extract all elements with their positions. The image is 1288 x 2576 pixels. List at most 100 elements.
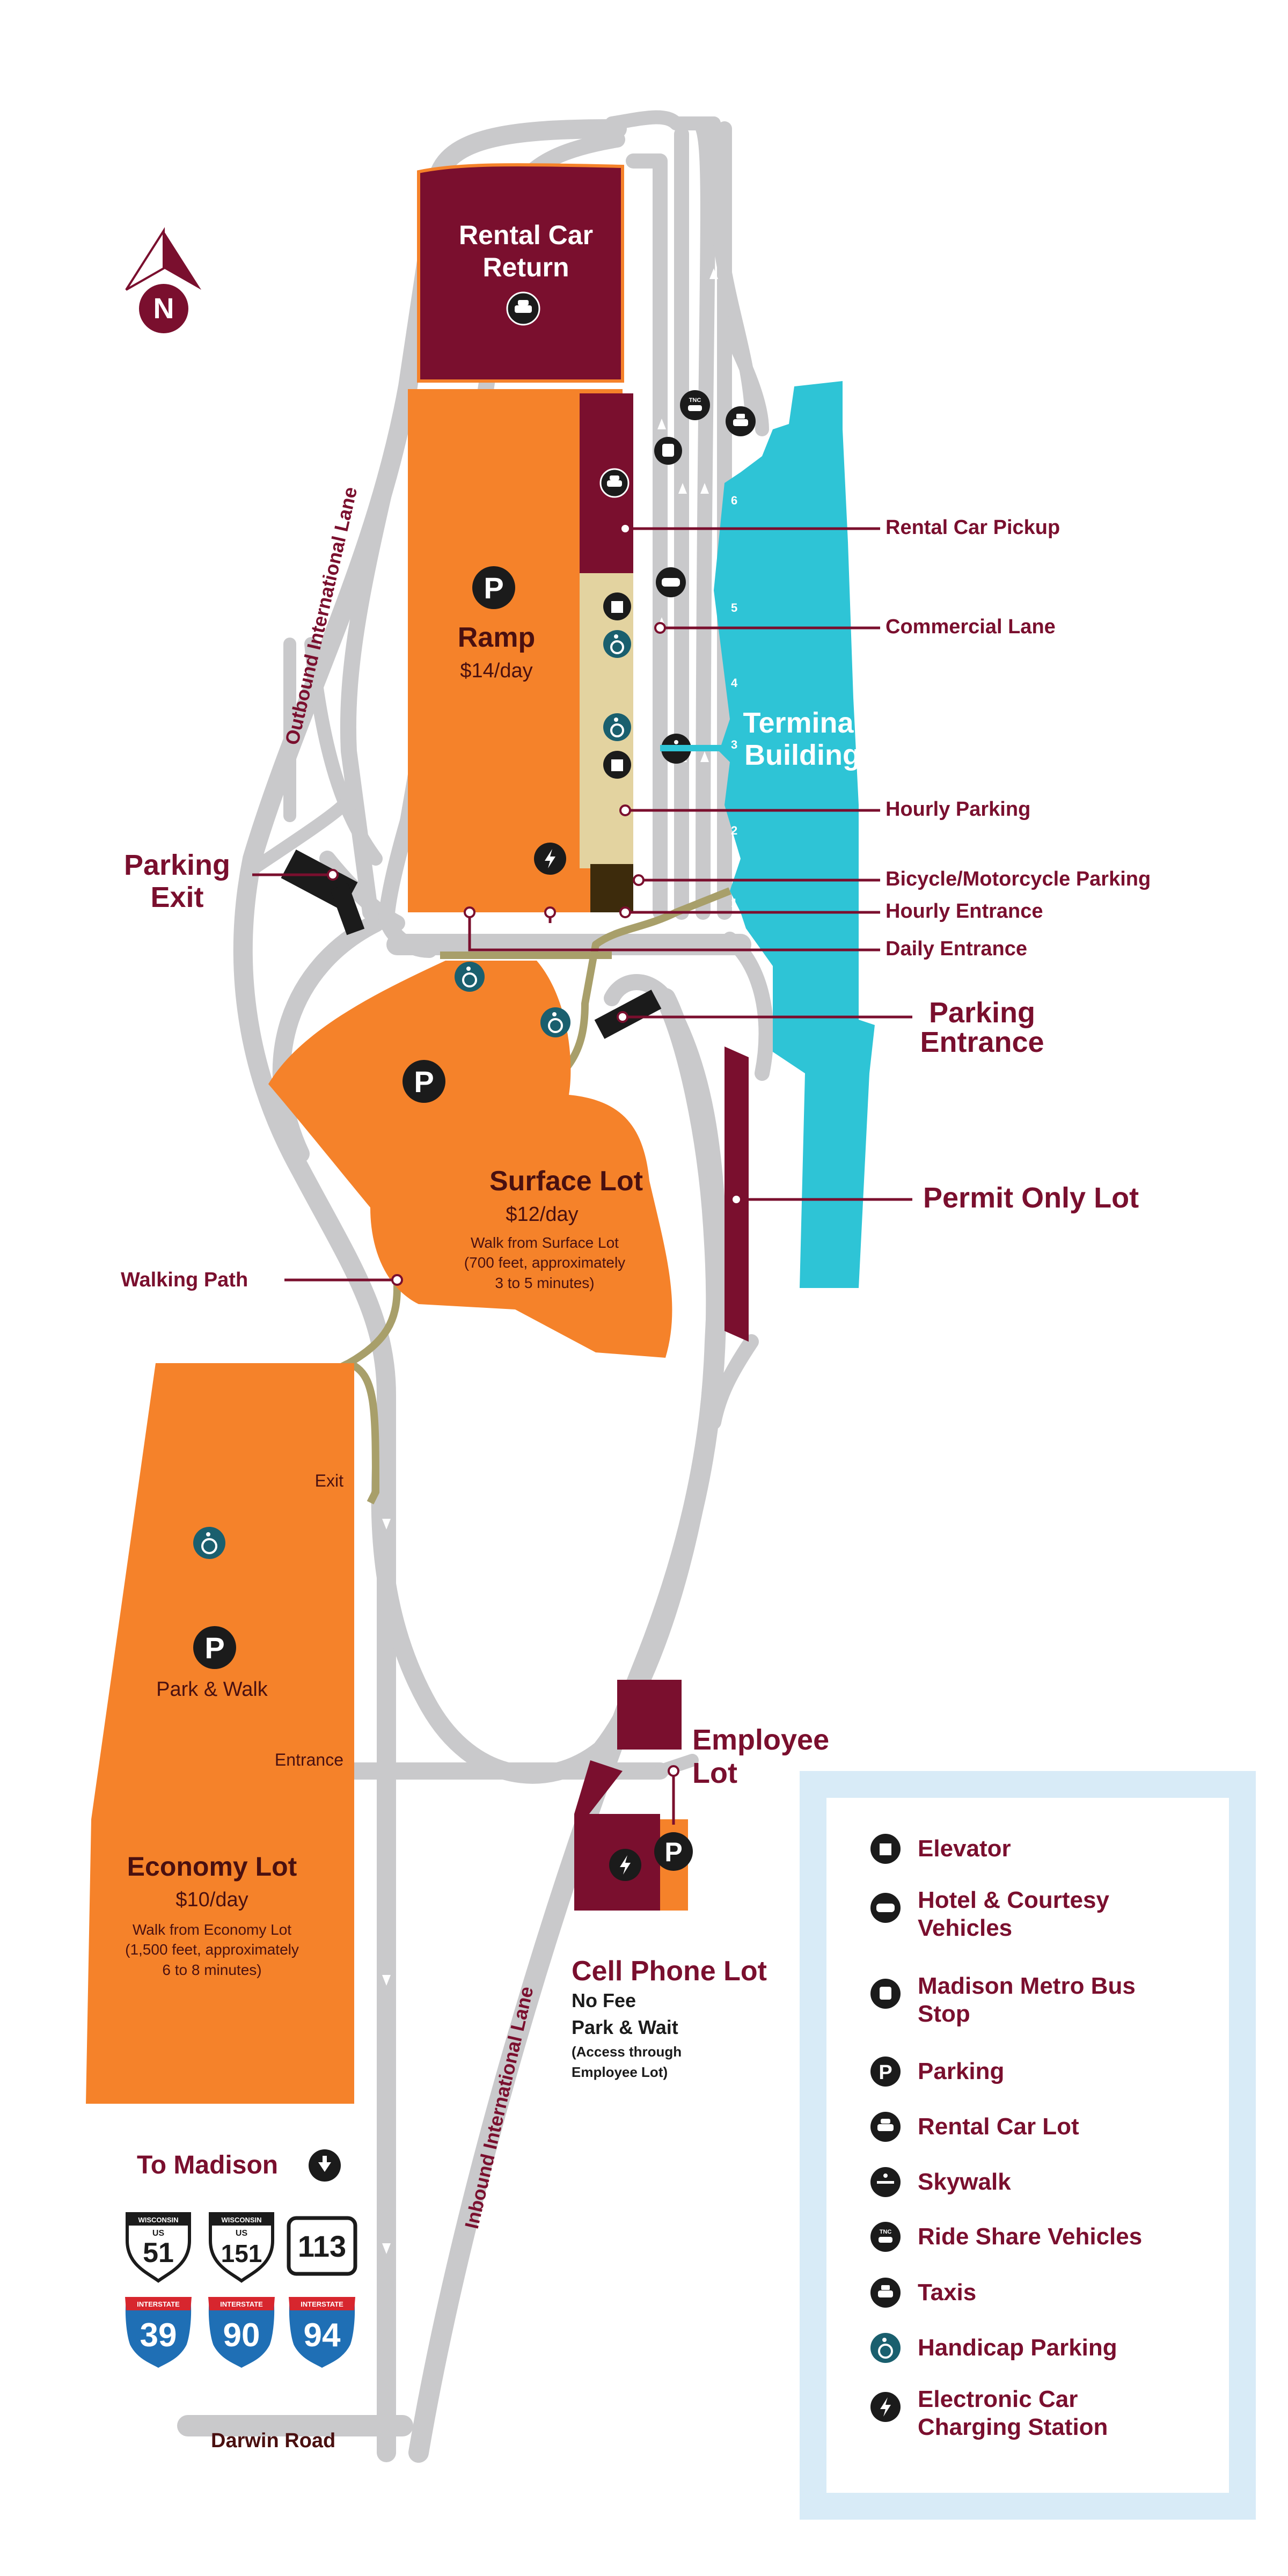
us-shield-51: WISCONSIN US 51	[126, 2212, 191, 2283]
svg-text:P: P	[879, 2061, 892, 2084]
rental-return-label-2: Return	[482, 252, 569, 282]
parking-entrance-booth[interactable]	[594, 990, 662, 1039]
svg-text:US: US	[152, 2229, 165, 2238]
gate-number: 2	[731, 824, 737, 837]
ev-charging-icon	[534, 843, 566, 875]
bus-icon	[654, 437, 682, 465]
economy-lot-price: $10/day	[175, 1889, 248, 1911]
callout-dots	[327, 523, 742, 1777]
svg-text:Rental Car Lot: Rental Car Lot	[918, 2113, 1079, 2140]
interstate-shield-90: INTERSTATE 90	[206, 2295, 277, 2372]
inbound-lane-label: Inbound International Lane	[460, 1984, 538, 2230]
surface-lot-label: Surface Lot	[489, 1166, 643, 1197]
employee-lot-connector	[574, 1760, 623, 1819]
gate-number: 1	[731, 896, 737, 910]
hourly-entrance-label: Hourly Entrance	[885, 900, 1043, 923]
park-and-walk-lot[interactable]	[91, 1363, 354, 1819]
gate-number: 4	[731, 676, 738, 690]
legend-item-shuttle: Hotel & Courtesy Vehicles	[870, 1887, 1109, 1941]
terminal-building[interactable]	[714, 381, 875, 1288]
svg-text:Vehicles: Vehicles	[918, 1915, 1012, 1941]
bicycle-parking-area[interactable]	[590, 864, 633, 912]
svg-text:Hotel & Courtesy: Hotel & Courtesy	[918, 1887, 1109, 1913]
skywalk-connector	[660, 745, 735, 751]
ramp-label: Ramp	[458, 622, 535, 653]
legend-item-elevator: Elevator	[870, 1834, 1011, 1864]
walking-path-exit-connector	[347, 1359, 380, 1505]
svg-text:WISCONSIN: WISCONSIN	[221, 2216, 261, 2224]
road-arrows	[382, 268, 730, 2254]
economy-lot[interactable]	[86, 1819, 354, 2104]
svg-text:Parking: Parking	[918, 2058, 1004, 2084]
hourly-parking-label: Hourly Parking	[885, 798, 1030, 821]
svg-text:INTERSTATE: INTERSTATE	[137, 2300, 180, 2308]
svg-text:Charging Station: Charging Station	[918, 2414, 1108, 2440]
parking-icon: P	[402, 1060, 445, 1103]
svg-text:Electronic Car: Electronic Car	[918, 2386, 1078, 2412]
legend-item-handicap: Handicap Parking	[870, 2333, 1117, 2363]
darwin-road-label: Darwin Road	[211, 2429, 335, 2452]
svg-text:TNC: TNC	[689, 397, 701, 404]
ev-charging-icon	[609, 1849, 641, 1881]
interstate-shield-94: INTERSTATE 94	[286, 2295, 358, 2372]
down-arrow-circle-icon	[309, 2149, 341, 2182]
svg-text:US: US	[236, 2229, 248, 2238]
handicap-icon	[193, 1527, 225, 1559]
cell-phone-lot-label: Cell Phone Lot	[572, 1956, 767, 1987]
svg-text:51: 51	[143, 2237, 174, 2268]
employee-lot[interactable]	[617, 1680, 682, 1750]
svg-text:Stop: Stop	[918, 2001, 970, 2027]
surface-lot-note-3: 3 to 5 minutes)	[495, 1275, 594, 1291]
svg-text:WISCONSIN: WISCONSIN	[138, 2216, 178, 2224]
cell-phone-park-wait: Park & Wait	[572, 2016, 678, 2038]
terminal-label-1: Terminal	[743, 707, 861, 739]
gate-numbers: 1 2 3 4 5 6 7	[731, 448, 750, 910]
legend: Elevator Hotel & Courtesy Vehicles Madis…	[800, 1771, 1256, 2520]
svg-text:90: 90	[223, 2317, 260, 2354]
svg-text:94: 94	[304, 2317, 341, 2354]
rental-car-pickup-label: Rental Car Pickup	[885, 516, 1060, 539]
rental-car-icon	[506, 291, 540, 326]
svg-text:INTERSTATE: INTERSTATE	[220, 2300, 263, 2308]
rental-car-return-lot[interactable]	[417, 163, 624, 383]
surface-lot-note-1: Walk from Surface Lot	[471, 1234, 619, 1251]
shuttle-van-icon	[656, 567, 686, 597]
permit-only-label: Permit Only Lot	[923, 1182, 1139, 1214]
svg-text:Taxis: Taxis	[918, 2279, 976, 2306]
surface-lot[interactable]	[268, 961, 672, 1358]
bicycle-parking-label: Bicycle/Motorcycle Parking	[885, 868, 1151, 890]
gate-number: 3	[731, 738, 737, 751]
svg-text:Madison Metro Bus: Madison Metro Bus	[918, 1973, 1136, 1999]
economy-lot-label: Economy Lot	[127, 1851, 297, 1882]
park-walk-exit-label: Exit	[315, 1471, 343, 1490]
parking-icon: P	[193, 1626, 236, 1669]
svg-text:INTERSTATE: INTERSTATE	[301, 2300, 343, 2308]
daily-entrance-label: Daily Entrance	[885, 938, 1027, 960]
svg-text:Skywalk: Skywalk	[918, 2169, 1011, 2195]
svg-text:P: P	[204, 1631, 224, 1665]
legend-item-skywalk: Skywalk	[870, 2167, 1011, 2197]
to-madison-label: To Madison	[137, 2151, 278, 2179]
gate-number: 6	[731, 494, 737, 507]
economy-lot-note-2: (1,500 feet, approximately	[125, 1941, 299, 1958]
legend-item-ride-share: TNC Ride Share Vehicles	[870, 2222, 1142, 2252]
walking-path-label: Walking Path	[121, 1269, 248, 1291]
parking-entrance-label-1: Parking	[929, 997, 1035, 1029]
north-arrow-icon	[164, 231, 201, 290]
gate-number: 7	[743, 448, 750, 462]
cell-phone-no-fee: No Fee	[572, 1989, 636, 2011]
elevator-icon	[603, 592, 631, 620]
commercial-lane-label: Commercial Lane	[885, 616, 1056, 638]
svg-text:Handicap Parking: Handicap Parking	[918, 2334, 1117, 2361]
cell-phone-note-2: Employee Lot)	[572, 2064, 668, 2080]
park-walk-entrance-label: Entrance	[275, 1750, 343, 1769]
parking-icon: P	[654, 1832, 693, 1871]
cell-phone-note-1: (Access through	[572, 2044, 682, 2060]
parking-exit-label-2: Exit	[150, 881, 203, 913]
svg-text:Elevator: Elevator	[918, 1835, 1011, 1862]
ramp-price: $14/day	[460, 660, 532, 682]
handicap-icon	[540, 1007, 570, 1037]
terminal-label-2: Building	[744, 739, 860, 771]
taxi-icon	[726, 406, 756, 436]
